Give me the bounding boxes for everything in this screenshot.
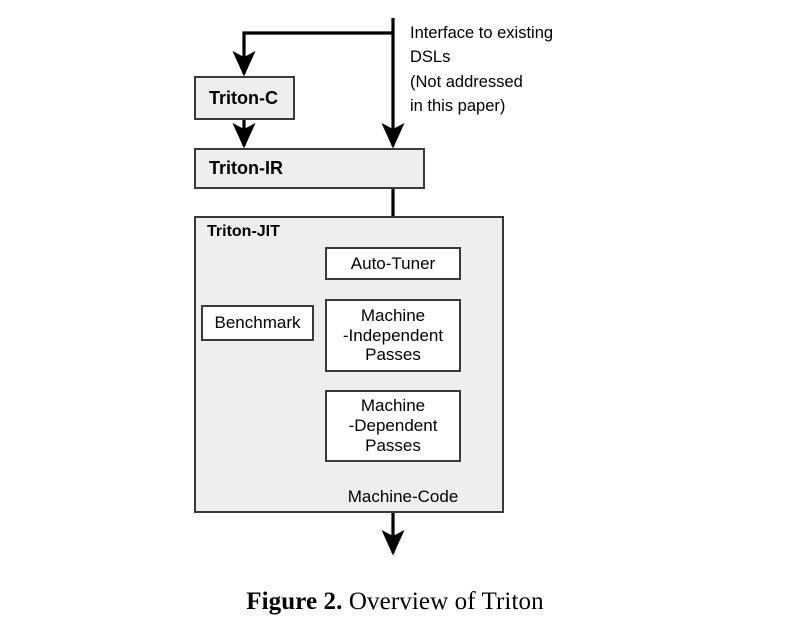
node-triton-c-label: Triton-C: [209, 87, 278, 108]
node-auto-tuner-label: Auto-Tuner: [350, 253, 436, 273]
node-triton-ir[interactable]: Triton-IR: [194, 148, 425, 189]
node-triton-ir-label: Triton-IR: [209, 158, 283, 179]
node-machine-code-label: Machine-Code: [347, 487, 459, 506]
node-machine-dependent-passes-label: Machine -Dependent Passes: [348, 396, 438, 455]
panel-triton-jit-label: Triton-JIT: [207, 223, 280, 240]
edge-input-branch-to-triton-c: [232, 31, 393, 77]
node-machine-dependent-passes[interactable]: Machine -Dependent Passes: [325, 390, 461, 462]
node-machine-independent-passes[interactable]: Machine -Independent Passes: [325, 299, 461, 372]
node-benchmark[interactable]: Benchmark: [201, 305, 314, 341]
node-auto-tuner[interactable]: Auto-Tuner: [325, 247, 461, 280]
node-triton-c[interactable]: Triton-C: [194, 76, 295, 120]
figure-caption-label: Figure 2.: [246, 588, 343, 615]
figure-caption: Figure 2. Overview of Triton: [0, 588, 790, 616]
node-machine-independent-passes-label: Machine -Independent Passes: [342, 305, 444, 365]
figure-caption-text: Overview of Triton: [348, 588, 544, 615]
node-benchmark-label: Benchmark: [214, 313, 301, 333]
interface-note-text: Interface to existing DSLs (Not addresse…: [410, 24, 554, 115]
